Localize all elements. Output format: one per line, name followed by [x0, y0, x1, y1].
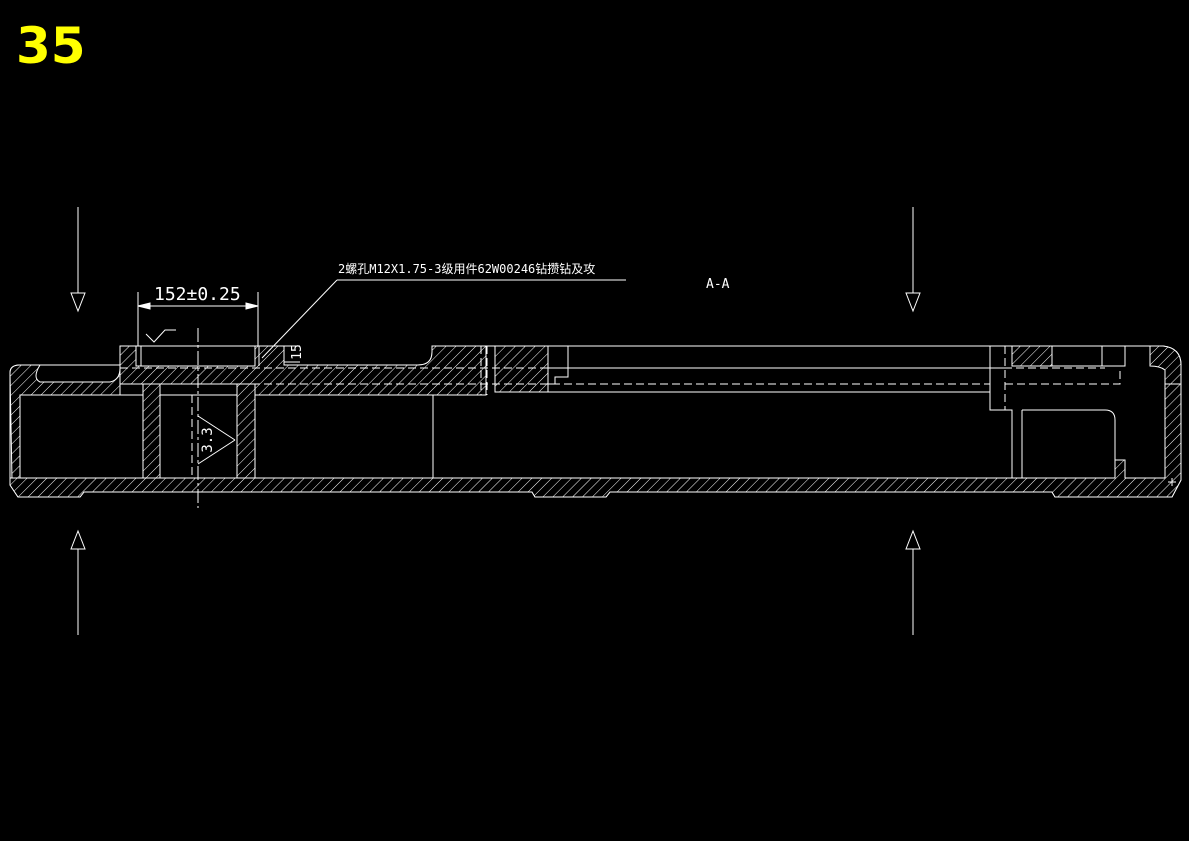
part-cross-section	[9, 328, 1182, 508]
top-wall-steps	[548, 346, 1126, 410]
section-arrow-top-left	[70, 207, 86, 313]
surface-finish-symbol	[145, 329, 176, 343]
bolt-bores	[135, 346, 260, 366]
section-arrow-bottom-left	[70, 529, 86, 635]
sheet-number: 35	[16, 17, 86, 75]
hatch-bolt-web-left	[142, 383, 161, 493]
section-arrows	[70, 207, 921, 635]
dimension-vertical: 3.3	[197, 415, 236, 465]
thread-note-leader: 2螺孔M12X1.75-3级用件62W00246钻攒钻及攻	[261, 261, 626, 359]
section-arrow-bottom-right	[905, 529, 921, 635]
hidden-hole-lines	[159, 346, 1006, 478]
thread-note-text: 2螺孔M12X1.75-3级用件62W00246钻攒钻及攻	[338, 261, 595, 276]
cavity-left	[20, 394, 434, 479]
cavity-main	[548, 391, 1116, 478]
hatch-bottom-wall	[9, 383, 1182, 498]
hatch-top-wall-mid	[494, 345, 549, 393]
dimension-horizontal-text: 152±0.25	[154, 284, 241, 305]
hatch-bolt-web-right	[236, 383, 256, 493]
dimension-depth: 15	[284, 344, 305, 363]
dimension-vertical-text: 3.3	[200, 427, 216, 452]
hatch-right-end	[1149, 345, 1182, 385]
dimension-depth-text: 15	[290, 344, 305, 360]
hatch-left-end	[9, 364, 121, 481]
section-arrow-top-right	[905, 207, 921, 313]
dimension-horizontal: 152±0.25	[137, 284, 259, 346]
hatch-top-wall-right	[1011, 345, 1053, 367]
section-label: A-A	[706, 277, 730, 292]
hidden-line-lower	[120, 370, 1121, 385]
